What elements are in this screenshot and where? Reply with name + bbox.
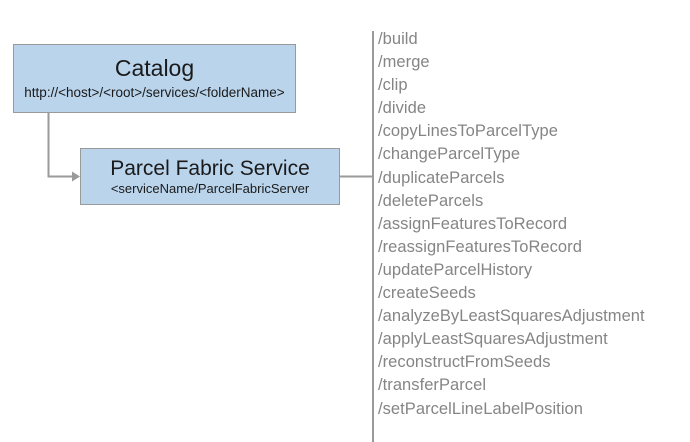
- catalog-node-subtitle: http://<host>/<root>/services/<folderNam…: [24, 84, 285, 100]
- operation-item[interactable]: /clip: [378, 76, 408, 95]
- operation-item[interactable]: /analyzeByLeastSquaresAdjustment: [378, 307, 645, 326]
- arrowhead-icon: [72, 171, 80, 182]
- operation-item[interactable]: /reconstructFromSeeds: [378, 353, 551, 372]
- operations-list: /build/merge/clip/divide/copyLinesToParc…: [378, 28, 678, 421]
- operation-item[interactable]: /transferParcel: [378, 376, 487, 395]
- operation-item[interactable]: /divide: [378, 99, 427, 118]
- operation-item[interactable]: /assignFeaturesToRecord: [378, 214, 568, 233]
- parcel-fabric-service-node-subtitle: <serviceName/ParcelFabricServer: [110, 180, 310, 196]
- operation-item[interactable]: /deleteParcels: [378, 191, 484, 210]
- operation-item[interactable]: /duplicateParcels: [378, 168, 505, 187]
- catalog-node[interactable]: Catalog http://<host>/<root>/services/<f…: [13, 44, 296, 113]
- parcel-fabric-service-node[interactable]: Parcel Fabric Service <serviceName/Parce…: [80, 148, 340, 205]
- operation-item[interactable]: /copyLinesToParcelType: [378, 122, 558, 141]
- connector-catalog-to-service: [47, 113, 73, 178]
- catalog-node-title: Catalog: [114, 55, 195, 82]
- operation-item[interactable]: /build: [378, 30, 418, 48]
- operation-item[interactable]: /applyLeastSquaresAdjustment: [378, 330, 608, 349]
- operation-item[interactable]: /merge: [378, 53, 430, 72]
- operation-item[interactable]: /createSeeds: [378, 284, 476, 303]
- parcel-fabric-service-node-title: Parcel Fabric Service: [110, 156, 310, 180]
- operation-item[interactable]: /changeParcelType: [378, 145, 521, 164]
- operation-item[interactable]: /updateParcelHistory: [378, 260, 533, 279]
- operation-item[interactable]: /setParcelLineLabelPosition: [378, 399, 583, 418]
- operation-item[interactable]: /reassignFeaturesToRecord: [378, 237, 582, 256]
